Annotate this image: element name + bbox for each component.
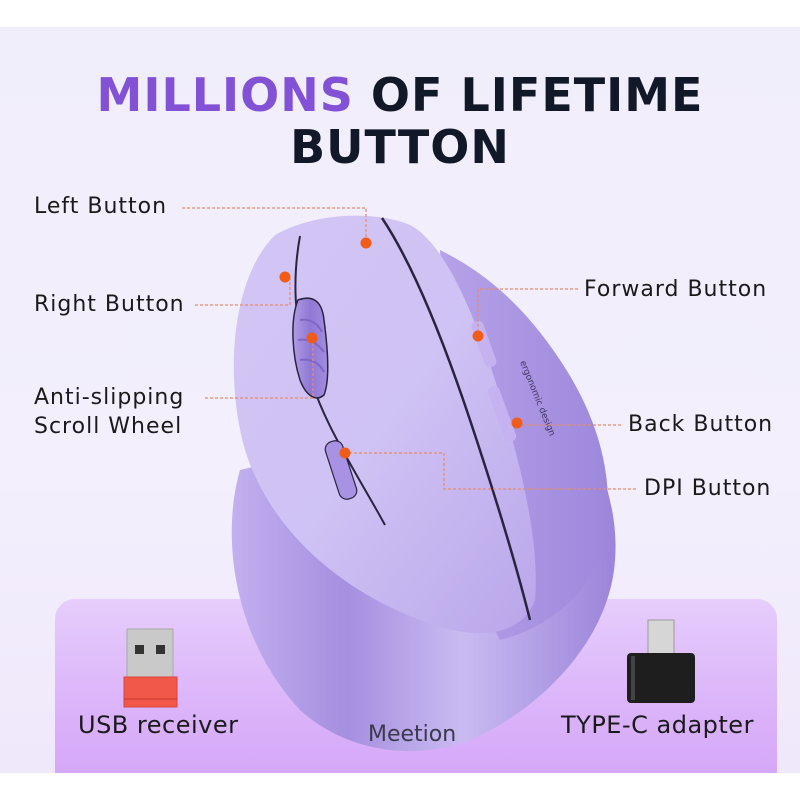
callout-left-button: Left Button: [34, 194, 168, 219]
mouse-illustration: ergonomic design Meetion: [123, 207, 695, 752]
usb-receiver-icon: [123, 628, 178, 708]
headline-line-1: MILLIONS OF LIFETIME: [0, 69, 800, 121]
dpi-button-shape: [324, 440, 358, 500]
callout-dpi-button: DPI Button: [644, 476, 772, 501]
marker-dpi-button: [339, 447, 351, 459]
marker-forward-button: [472, 330, 484, 342]
callout-scroll-wheel-line2: Scroll Wheel: [34, 414, 183, 439]
callout-right-button: Right Button: [34, 292, 185, 317]
back-button-shape: [487, 386, 517, 442]
marker-back-button: [511, 417, 523, 429]
brand-logo: Meetion: [368, 722, 456, 747]
marker-left-button: [360, 237, 372, 249]
headline-line-2: BUTTON: [290, 120, 510, 174]
callout-scroll-wheel-line1: Anti-slipping: [34, 385, 185, 410]
callout-back-button: Back Button: [628, 412, 774, 437]
product-infographic: MILLIONS OF LIFETIME BUTTON: [0, 27, 800, 773]
scroll-wheel-shape: [292, 297, 329, 399]
type-c-adapter-label: TYPE-C adapter: [561, 711, 754, 739]
headline-rest: OF LIFETIME: [353, 68, 704, 122]
leader-lines: [182, 207, 636, 490]
marker-scroll-wheel: [306, 332, 318, 344]
callout-markers: [279, 237, 523, 459]
headline-accent: MILLIONS: [96, 68, 354, 122]
usb-receiver-label: USB receiver: [78, 711, 239, 739]
callout-forward-button: Forward Button: [584, 277, 768, 302]
marker-right-button: [279, 271, 291, 283]
type-c-adapter-icon: [627, 619, 695, 703]
